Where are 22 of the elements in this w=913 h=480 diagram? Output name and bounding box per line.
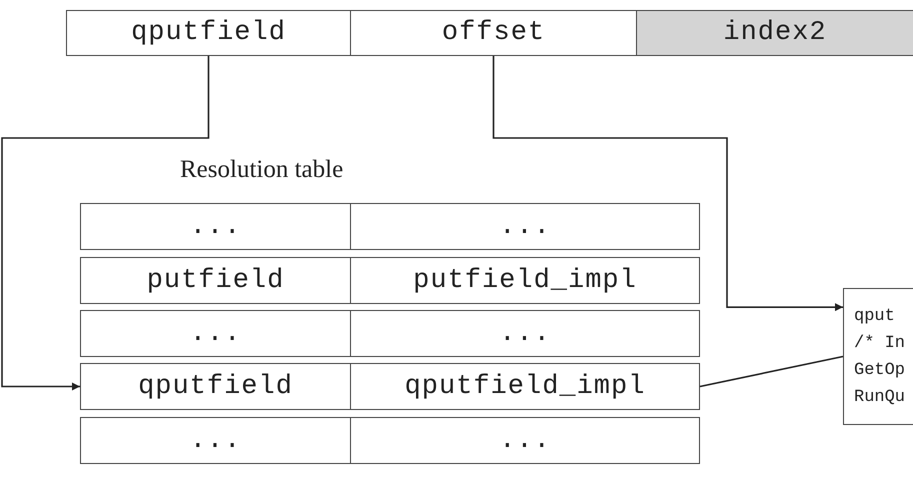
instruction-field: qputfield	[66, 10, 351, 56]
table-cell: ...	[80, 310, 351, 357]
table-heading: Resolution table	[180, 156, 344, 184]
table-cell: ...	[350, 417, 700, 464]
code-line: RunQu	[854, 386, 906, 408]
connector-line	[700, 356, 844, 388]
code-box	[843, 288, 913, 425]
instruction-field: offset	[350, 10, 637, 56]
arrow	[1, 56, 210, 390]
table-cell: ...	[80, 203, 351, 250]
table-cell: qputfield	[80, 363, 351, 410]
table-cell: qputfield_impl	[350, 363, 700, 410]
instruction-field: index2	[636, 10, 913, 56]
table-cell: putfield	[80, 257, 351, 304]
table-cell: ...	[350, 203, 700, 250]
table-cell: ...	[350, 310, 700, 357]
table-cell: putfield_impl	[350, 257, 700, 304]
code-line: /* In	[854, 332, 906, 354]
arrow	[492, 56, 843, 312]
code-line: GetOp	[854, 360, 906, 382]
table-cell: ...	[80, 417, 351, 464]
code-line: qput	[854, 306, 895, 328]
